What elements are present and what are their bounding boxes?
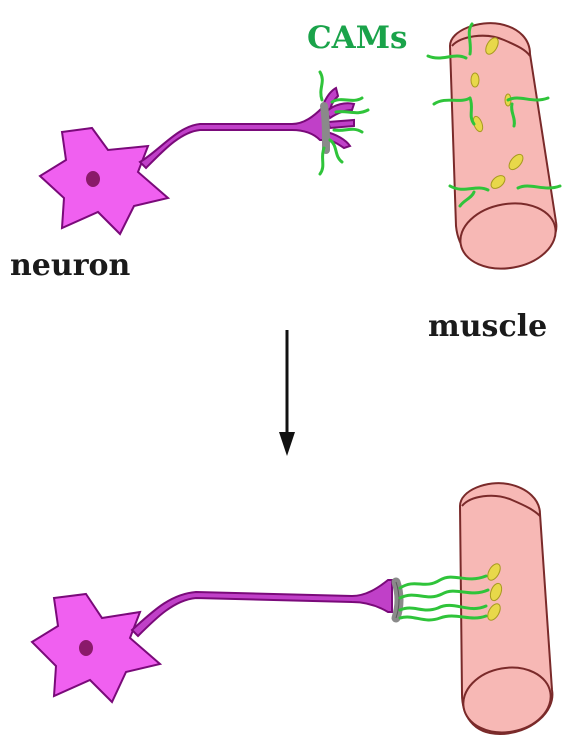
neuron-cell-body: [40, 128, 168, 234]
muscle-fiber-top: [450, 23, 561, 276]
panel-before: CAMs neuron muscle: [10, 20, 561, 344]
axon: [140, 108, 326, 168]
muscle-label: muscle: [428, 309, 547, 344]
neuron-nucleus: [79, 640, 93, 656]
neuron-cell-body: [32, 594, 160, 702]
muscle-fiber-bottom: [458, 483, 556, 739]
cams-label: CAMs: [307, 20, 408, 56]
axon: [132, 580, 392, 636]
panel-after: [32, 483, 556, 739]
neuron-label: neuron: [10, 248, 131, 283]
growth-cone-membrane: [324, 106, 326, 150]
neuron-nucleus: [86, 171, 100, 187]
transition-arrow: [279, 330, 295, 456]
